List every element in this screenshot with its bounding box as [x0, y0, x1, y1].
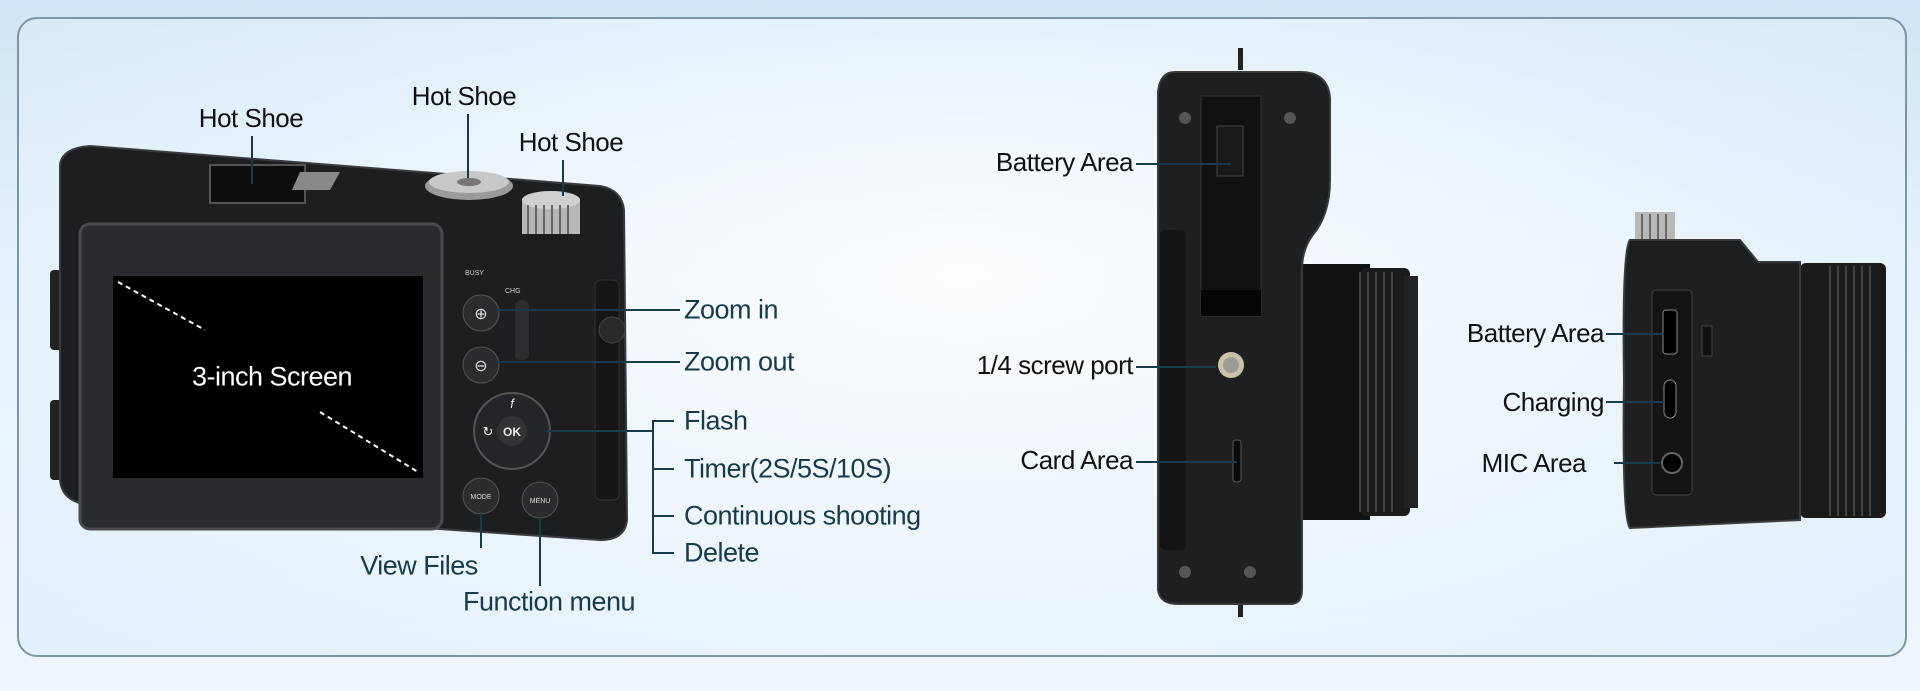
charging-label: Charging — [1502, 387, 1604, 417]
bottom-view-leader-lines — [1136, 163, 1237, 463]
tripod-screw-icon — [1218, 352, 1244, 378]
hdmi-port — [1662, 309, 1678, 355]
mode-dial-icon — [425, 171, 513, 200]
ok-dial: OK f ↻ — [473, 392, 551, 470]
card-area-label: Card Area — [1020, 445, 1133, 475]
svg-text:MODE: MODE — [471, 494, 492, 501]
svg-text:⊕: ⊕ — [474, 306, 487, 323]
screw-port-label: 1/4 screw port — [976, 350, 1134, 380]
busy-led-label: BUSY — [465, 270, 484, 277]
zoom-out-label: Zoom out — [684, 346, 795, 377]
usb-c-port — [1663, 379, 1677, 419]
svg-text:⊖: ⊖ — [474, 358, 487, 375]
zoom-in-button: ⊕ — [462, 294, 500, 332]
charge-led-label: CHG — [505, 288, 521, 295]
continuous-shooting-label: Continuous shooting — [684, 500, 921, 531]
mic-area-label: MIC Area — [1481, 448, 1587, 478]
timer-label: Timer(2S/5S/10S) — [684, 453, 892, 484]
function-menu-label: Function menu — [462, 586, 636, 617]
camera-side-view — [1622, 212, 1886, 530]
delete-label: Delete — [684, 537, 760, 568]
side-view-leader-lines — [1606, 333, 1664, 464]
flash-label: Flash — [684, 405, 748, 436]
hot-shoe-label: Hot Shoe — [198, 103, 304, 133]
bottom-battery-area-label: Battery Area — [995, 147, 1134, 177]
hot-shoe-label: Hot Shoe — [411, 81, 517, 111]
lcd-screen — [113, 276, 423, 478]
side-battery-area-label: Battery Area — [1466, 318, 1605, 348]
hot-shoe-label: Hot Shoe — [518, 127, 624, 157]
svg-text:MENU: MENU — [530, 498, 551, 505]
screen-label: 3-inch Screen — [191, 361, 353, 392]
menu-button: MENU — [521, 481, 559, 519]
svg-text:↻: ↻ — [483, 424, 494, 439]
camera-bottom-view — [1157, 48, 1418, 617]
svg-text:OK: OK — [503, 425, 521, 439]
svg-text:f: f — [510, 396, 515, 411]
camera-back-view: BUSY CHG ⊕ ⊖ OK f ↻ MODE MENU — [50, 144, 629, 542]
view-files-label: View Files — [360, 550, 478, 581]
zoom-in-label: Zoom in — [684, 294, 779, 325]
back-view-leader-lines — [251, 114, 680, 586]
mic-jack — [1661, 452, 1683, 474]
knurled-dial-icon — [522, 191, 580, 234]
zoom-out-button: ⊖ — [462, 346, 500, 384]
mode-button: MODE — [462, 477, 500, 515]
